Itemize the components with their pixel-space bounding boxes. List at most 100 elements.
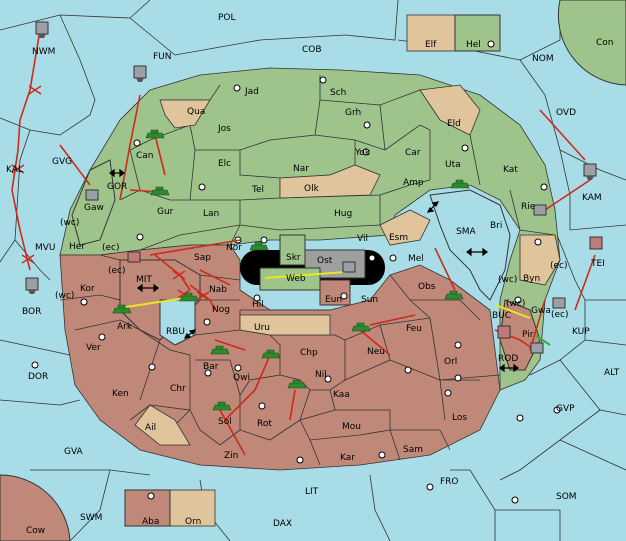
region-label: MVU xyxy=(35,243,56,253)
region-label: Olk xyxy=(304,184,320,194)
region-label: OVD xyxy=(556,108,576,118)
region-label: Sol xyxy=(218,417,232,427)
region-label: LIT xyxy=(305,487,319,497)
region-label: Car xyxy=(405,148,421,158)
region-label: Uta xyxy=(445,160,461,170)
region-label: SWM xyxy=(80,513,102,523)
region-label: Ark xyxy=(117,322,133,332)
region-con[interactable] xyxy=(557,0,626,86)
sma-sea[interactable] xyxy=(429,189,511,301)
region-label: SMA xyxy=(456,227,476,237)
region-label: Her xyxy=(69,242,85,252)
region-label: Kar xyxy=(340,453,355,463)
neutral-regions xyxy=(134,14,561,527)
region-label: NWM xyxy=(32,47,55,57)
region-label: Amp xyxy=(403,178,424,188)
fleet-fun xyxy=(133,65,147,82)
region-label: KUP xyxy=(572,327,590,337)
region-label: BOR xyxy=(22,307,41,317)
region-label: Jos xyxy=(217,124,231,134)
fleet-nwm xyxy=(35,21,49,38)
region-label: GVA xyxy=(64,447,84,457)
region-label: Grh xyxy=(345,108,361,118)
region-label: KAL xyxy=(6,165,23,175)
region-label: (ec) xyxy=(550,261,568,271)
region-label: Aba xyxy=(142,517,159,527)
region-label: Cow xyxy=(26,526,45,536)
order-lines xyxy=(11,29,596,456)
label-pol: POL xyxy=(218,13,236,23)
region-label: ALT xyxy=(604,368,620,378)
region-label: Kat xyxy=(503,165,518,175)
fleet-byn xyxy=(552,297,566,309)
fleet-gaw xyxy=(85,189,99,201)
region-label: Bar xyxy=(203,362,219,372)
region-label: Mou xyxy=(342,422,361,432)
region-label: Ver xyxy=(86,343,101,353)
region-label: Chp xyxy=(300,348,318,358)
region-label: Gur xyxy=(157,207,174,217)
region-label: Nor xyxy=(226,243,242,253)
region-label: Rie xyxy=(521,202,536,212)
region-label: Byn xyxy=(523,274,540,284)
fleet-buc xyxy=(497,325,511,339)
region-label: Obs xyxy=(418,282,436,292)
region-label: Qua xyxy=(187,107,205,117)
region-label: Orl xyxy=(444,357,457,367)
region-label: (wc) xyxy=(498,275,517,285)
region-label: Kaa xyxy=(333,390,350,400)
region-label: DAX xyxy=(273,519,292,529)
region-label: MIT xyxy=(136,275,152,285)
region-label: Los xyxy=(452,413,467,423)
region-label: Ken xyxy=(112,389,129,399)
region-label: SOM xyxy=(556,492,577,502)
region-label: GVP xyxy=(556,404,575,414)
region-label: Esm xyxy=(389,233,408,243)
region-labels: POL COB FUN NWM NOM Con OVD KAM GVG KAL … xyxy=(6,13,620,536)
region-label: GVG xyxy=(52,157,72,167)
region-label: Skr xyxy=(286,253,301,263)
region-label: Orn xyxy=(185,517,201,527)
region-label: FRO xyxy=(440,477,459,487)
region-label: Tel xyxy=(251,185,264,195)
region-label: ROD xyxy=(498,354,518,364)
region-label: Bri xyxy=(490,221,502,231)
region-label: Mel xyxy=(408,254,424,264)
region-label: Eld xyxy=(447,119,461,129)
region-label: TEI xyxy=(590,259,605,269)
region-label: FUN xyxy=(153,52,172,62)
region-label: Hel xyxy=(466,40,481,50)
fleets[interactable] xyxy=(25,21,603,354)
region-label: Ost xyxy=(317,256,333,266)
region-cow[interactable] xyxy=(0,474,71,541)
region-label: Sam xyxy=(403,445,423,455)
region-label: (ec) xyxy=(102,243,120,253)
fleet-ost xyxy=(342,261,356,273)
fleet-kam xyxy=(583,163,597,180)
region-label: Rot xyxy=(257,419,272,429)
region-label: Sap xyxy=(194,253,211,263)
region-label: Elf xyxy=(425,40,437,50)
region-label: Ail xyxy=(145,423,156,433)
region-label: Zin xyxy=(224,451,238,461)
region-label: Nog xyxy=(212,305,230,315)
region-label: Vil xyxy=(357,234,368,244)
region-label: Hug xyxy=(334,209,352,219)
support-lines xyxy=(119,271,531,319)
region-label: Gwa xyxy=(531,306,551,316)
region-label: (wc) xyxy=(506,299,525,309)
region-label: NOM xyxy=(532,54,554,64)
region-label: DOR xyxy=(28,372,48,382)
region-label: Chr xyxy=(170,384,186,394)
fleet-mit xyxy=(127,251,141,263)
region-label: Pir xyxy=(522,330,534,340)
region-label: GOR xyxy=(107,182,127,192)
region-label: COB xyxy=(302,45,322,55)
armies[interactable] xyxy=(112,129,470,411)
region-label: Feu xyxy=(406,324,422,334)
fleet-rie xyxy=(533,204,547,216)
region-label: Eun xyxy=(325,295,342,305)
region-label: Sch xyxy=(330,88,346,98)
